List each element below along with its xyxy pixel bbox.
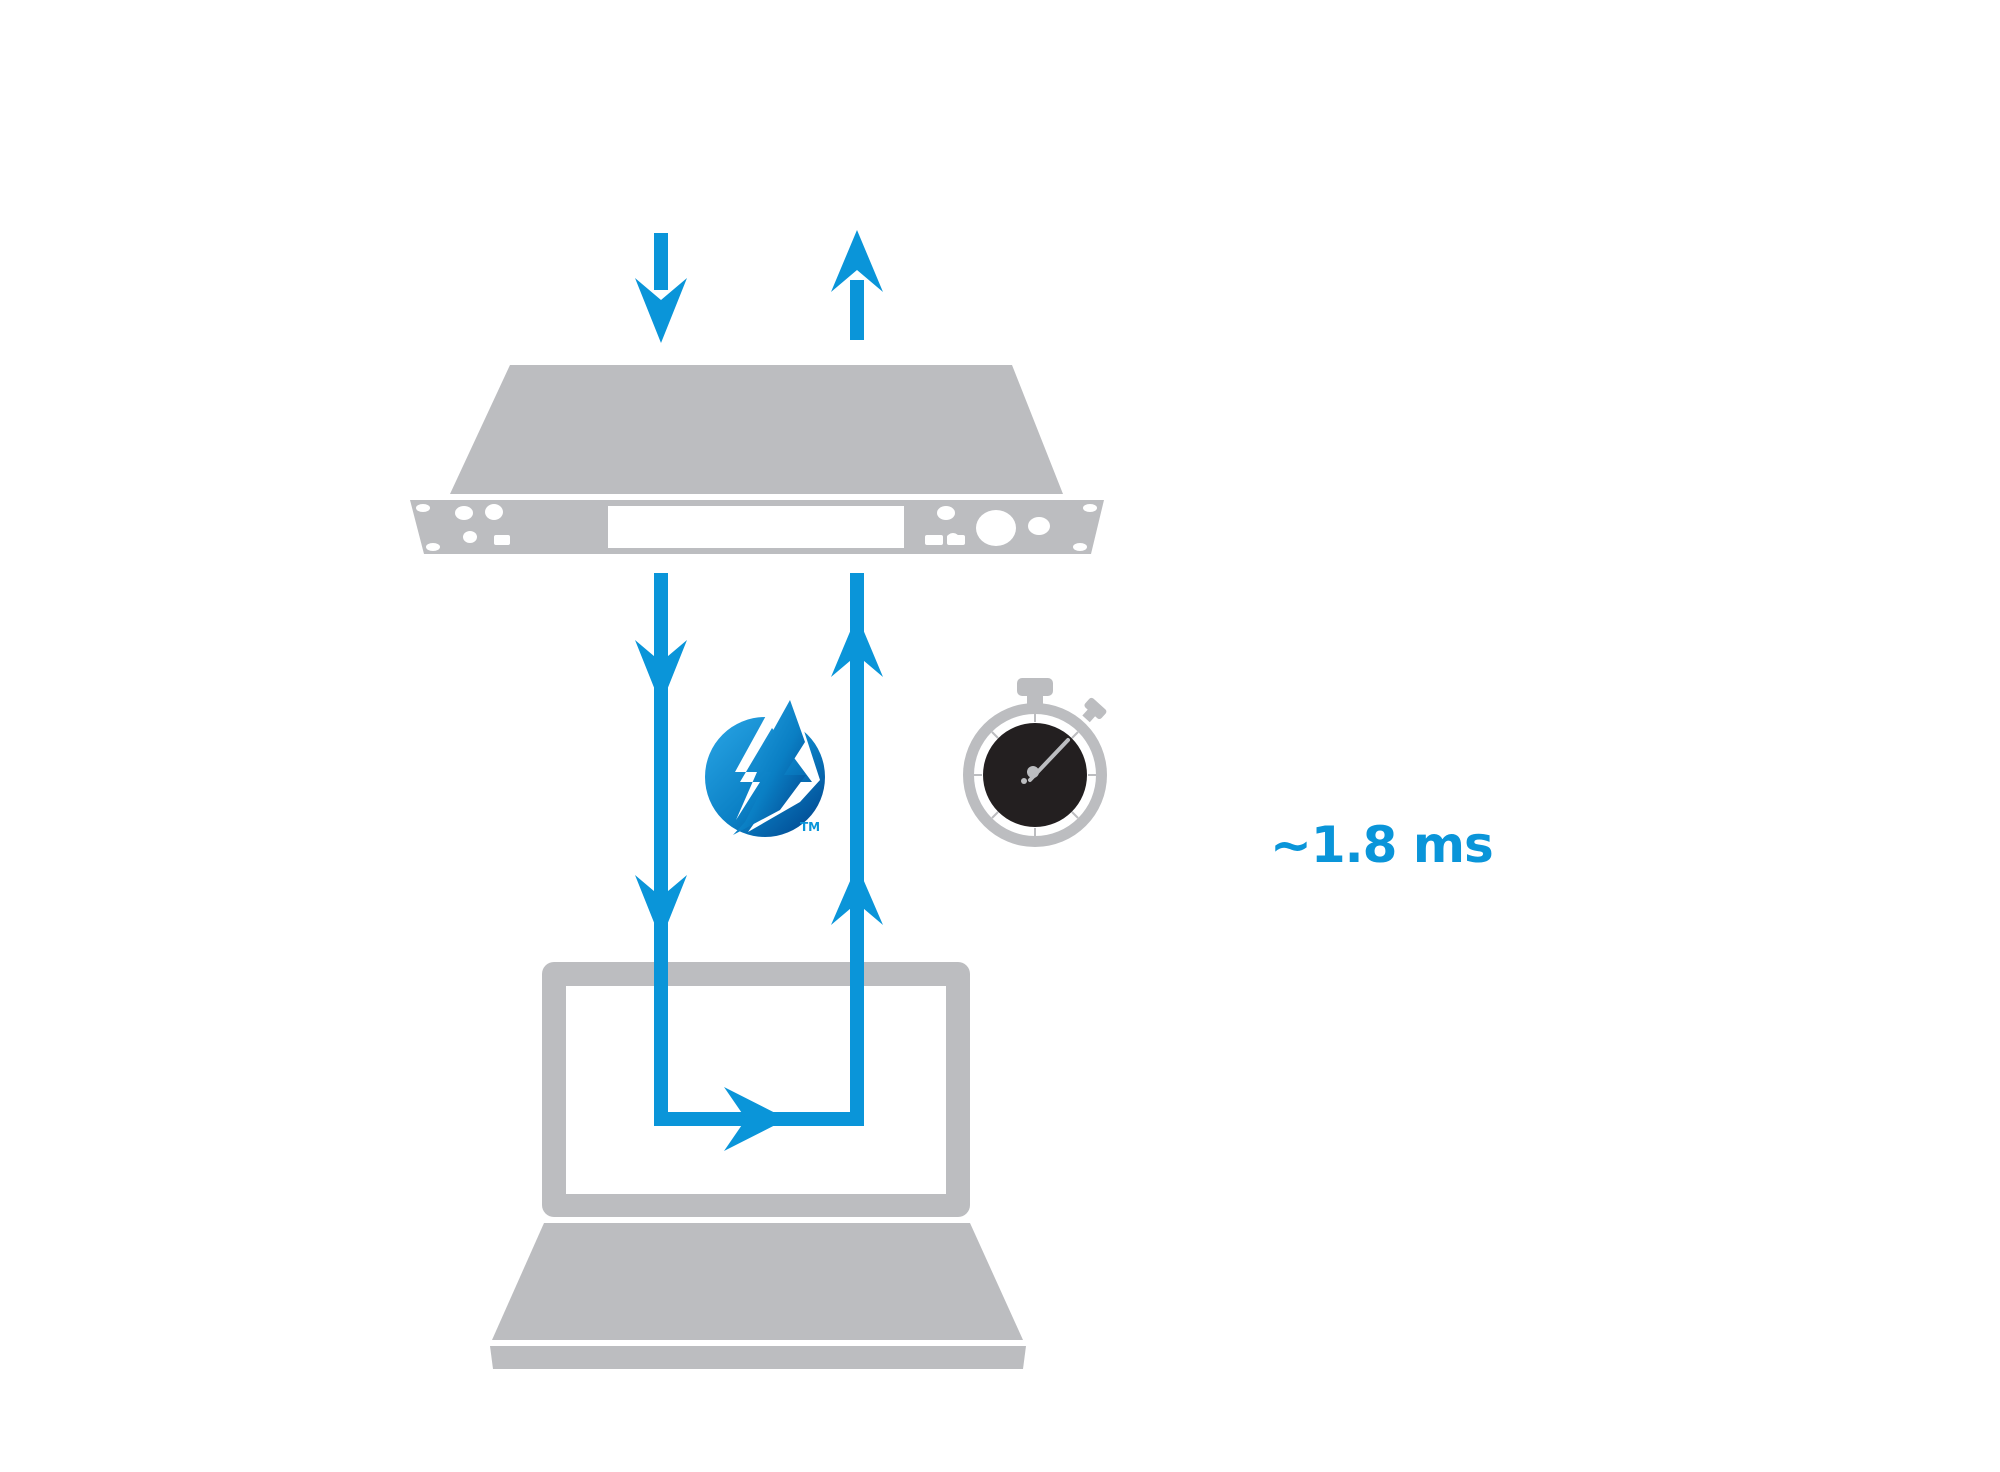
up-arrowhead-1: [831, 615, 883, 677]
stopwatch-tail: [1021, 778, 1027, 784]
stopwatch-crown: [1017, 678, 1053, 696]
laptop-base-top: [492, 1223, 1023, 1340]
rack-audio-interface-icon: [410, 365, 1104, 554]
output-arrowhead: [831, 230, 883, 292]
interface-front-controls: [416, 504, 1097, 551]
up-arrowhead-2: [831, 865, 883, 925]
laptop-base-front: [490, 1346, 1026, 1369]
down-arrowhead-1: [635, 640, 687, 705]
interface-top-panel: [450, 365, 1063, 494]
trademark-mark: TM: [800, 820, 821, 834]
signal-arrowheads: [635, 230, 883, 1151]
laptop-icon: [490, 962, 1026, 1369]
latency-label: ~1.8 ms: [1270, 816, 1494, 874]
interface-display: [608, 506, 904, 548]
stopwatch-hub: [1027, 766, 1039, 778]
laptop-screen: [566, 986, 946, 1194]
thunderbolt-logo-bolt-inner: [733, 700, 806, 835]
stopwatch-icon: [963, 678, 1107, 847]
input-arrowhead: [635, 278, 687, 343]
stopwatch-ticks: [974, 714, 1096, 836]
down-arrowhead-2: [635, 875, 687, 940]
right-arrowhead: [724, 1087, 787, 1151]
thunderbolt-logo-icon: [705, 697, 825, 837]
stopwatch-side-button: [1082, 697, 1107, 723]
